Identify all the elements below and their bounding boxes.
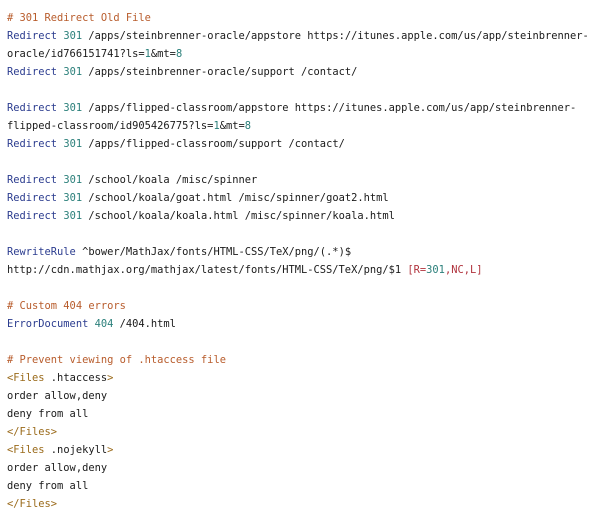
code-line: Redirect 301 /apps/steinbrenner-oracle/s…	[7, 63, 593, 81]
path-text: /school/koala/goat.html /misc/spinner/go…	[82, 192, 389, 204]
status-code: 301	[63, 30, 83, 42]
files-open-tag: <Files	[7, 372, 45, 384]
code-line: deny from all	[7, 408, 89, 420]
rewrite-flags: ,NC,L]	[444, 264, 483, 276]
status-code: 301	[63, 192, 83, 204]
directive: Redirect	[7, 192, 58, 204]
directive: RewriteRule	[7, 246, 76, 258]
path-text: /apps/flipped-classroom/support /contact…	[82, 138, 345, 150]
path-text: /404.html	[113, 318, 176, 330]
status-code: 301	[63, 174, 83, 186]
directive: Redirect	[7, 30, 58, 42]
files-argument: .htaccess	[44, 372, 108, 384]
number: 8	[244, 120, 252, 132]
files-open-tag-end: >	[107, 372, 114, 384]
path-text: /apps/flipped-classroom/appstore https:/…	[82, 102, 577, 114]
code-line: Redirect 301 /school/koala/koala.html /m…	[7, 207, 593, 225]
blank-line	[7, 279, 593, 297]
path-text: oracle/id766151741?ls=	[7, 48, 145, 60]
directive: Redirect	[7, 138, 58, 150]
htaccess-code-view: # 301 Redirect Old File Redirect 301 /ap…	[7, 9, 593, 513]
rewrite-pattern: ^bower/MathJax/fonts/HTML-CSS/TeX/png/(.…	[75, 246, 352, 258]
code-line: <Files .htaccess>	[7, 369, 593, 387]
path-text: &mt=	[150, 48, 176, 60]
comment-301-redirect: # 301 Redirect Old File	[7, 12, 151, 24]
status-code: 404	[94, 318, 114, 330]
status-code: 301	[63, 138, 83, 150]
code-line: RewriteRule ^bower/MathJax/fonts/HTML-CS…	[7, 243, 593, 261]
comment-custom-404: # Custom 404 errors	[7, 300, 126, 312]
code-line: Redirect 301 /apps/steinbrenner-oracle/a…	[7, 27, 593, 45]
blank-line	[7, 333, 593, 351]
directive: Redirect	[7, 66, 58, 78]
number: 8	[175, 48, 183, 60]
directive: Redirect	[7, 102, 58, 114]
code-line: Redirect 301 /apps/flipped-classroom/app…	[7, 99, 593, 117]
comment-prevent-htaccess: # Prevent viewing of .htaccess file	[7, 354, 226, 366]
directive: ErrorDocument	[7, 318, 89, 330]
files-close-tag: </Files>	[7, 498, 58, 510]
code-line: http://cdn.mathjax.org/mathjax/latest/fo…	[7, 261, 593, 279]
blank-line	[7, 81, 593, 99]
blank-line	[7, 225, 593, 243]
path-text: /apps/steinbrenner-oracle/support /conta…	[82, 66, 358, 78]
code-line: Redirect 301 /school/koala/goat.html /mi…	[7, 189, 593, 207]
path-text: &mt=	[219, 120, 245, 132]
path-text: /school/koala /misc/spinner	[82, 174, 258, 186]
path-text: /apps/steinbrenner-oracle/appstore https…	[82, 30, 589, 42]
path-text: flipped-classroom/id905426775?ls=	[7, 120, 214, 132]
code-line: oracle/id766151741?ls=1&mt=8	[7, 45, 593, 63]
code-line: Redirect 301 /apps/flipped-classroom/sup…	[7, 135, 593, 153]
number: 1	[144, 48, 151, 60]
files-close-tag: </Files>	[7, 426, 58, 438]
directive: Redirect	[7, 174, 58, 186]
path-text: /school/koala/koala.html /misc/spinner/k…	[82, 210, 395, 222]
files-argument: .nojekyll	[44, 444, 108, 456]
code-line: order allow,deny	[7, 390, 108, 402]
status-code: 301	[63, 102, 83, 114]
files-open-tag: <Files	[7, 444, 45, 456]
status-code: 301	[63, 210, 83, 222]
code-line: order allow,deny	[7, 462, 108, 474]
code-line: flipped-classroom/id905426775?ls=1&mt=8	[7, 117, 593, 135]
code-line: deny from all	[7, 480, 89, 492]
code-line: <Files .nojekyll>	[7, 441, 593, 459]
rewrite-target-url: http://cdn.mathjax.org/mathjax/latest/fo…	[7, 264, 408, 276]
number: 1	[213, 120, 220, 132]
status-code: 301	[63, 66, 83, 78]
files-open-tag-end: >	[107, 444, 114, 456]
status-code: 301	[426, 264, 445, 276]
blank-line	[7, 153, 593, 171]
code-line: Redirect 301 /school/koala /misc/spinner	[7, 171, 593, 189]
code-line: ErrorDocument 404 /404.html	[7, 315, 593, 333]
directive: Redirect	[7, 210, 58, 222]
rewrite-flags: [R=	[407, 264, 427, 276]
